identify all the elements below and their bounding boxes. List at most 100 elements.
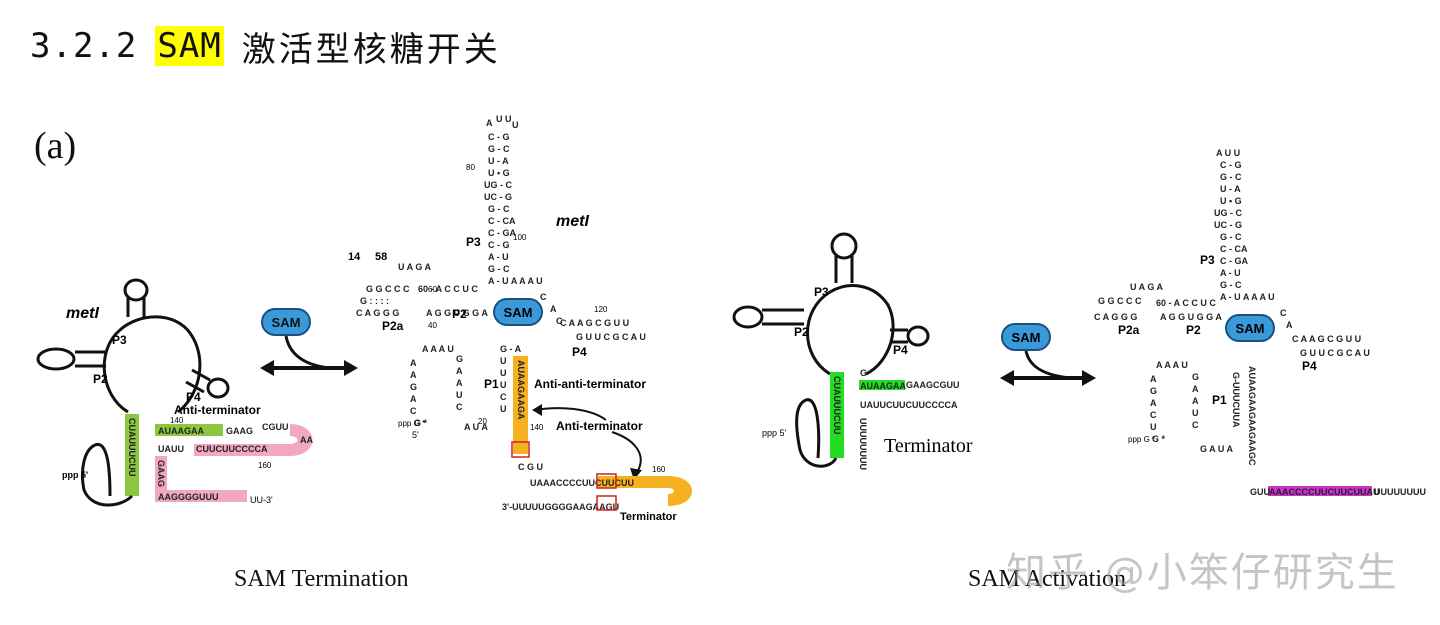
- svg-text:A A A U: A A A U: [1156, 360, 1188, 370]
- five-prime-label-2: 5': [412, 430, 419, 440]
- section-title: 激活型核糖开关: [241, 29, 501, 70]
- p3-hairpin-loop: [123, 278, 149, 302]
- sam-pill-4: [1225, 314, 1275, 342]
- label-p2a-4: P2a: [1118, 323, 1140, 337]
- ppp-label: ppp G *: [398, 419, 425, 428]
- svg-text:A: A: [486, 118, 493, 128]
- section-number: 3.2.2: [30, 26, 138, 66]
- p4-hairpin-loop: [206, 377, 230, 399]
- five-prime-label-3: ppp 5': [762, 428, 787, 438]
- seq-green-top: AUAAGAA: [158, 426, 204, 436]
- caption-termination: SAM Termination: [234, 566, 409, 592]
- svg-text:A A A U: A A A U: [422, 344, 454, 354]
- svg-text:A: A: [550, 304, 557, 314]
- seq-bottom-magenta: AAACCCCUUCUUCUUAU: [1269, 487, 1380, 497]
- label-p2-3: P2: [794, 325, 809, 339]
- highlighted-term: SAM: [155, 26, 224, 66]
- svg-text:A: A: [456, 366, 463, 376]
- p1-stem: G - AUU UCU: [500, 344, 522, 414]
- cg-link: C G U: [518, 462, 543, 472]
- svg-text:A: A: [410, 394, 417, 404]
- svg-text:G U U C G C A U: G U U C G C A U: [1300, 348, 1370, 358]
- green-vertical-3: [830, 372, 844, 458]
- label-p3-3: P3: [814, 285, 829, 299]
- svg-text:G - C: G - C: [488, 204, 510, 214]
- p4-region: CAC C A A G C G U U G U U C G C A U: [540, 292, 646, 342]
- svg-text:A U U: A U U: [1216, 148, 1240, 158]
- label-p4: P4: [186, 390, 201, 404]
- sam-pill-label-4: SAM: [1236, 321, 1265, 336]
- seq-orange-vertical: AUAAGAAGA: [516, 360, 526, 420]
- num-160: 160: [258, 461, 272, 470]
- svg-text:C: C: [410, 406, 417, 416]
- svg-text:U: U: [512, 120, 519, 130]
- svg-text:C: C: [540, 292, 547, 302]
- anti-terminator-label-2: Anti-terminator: [556, 419, 643, 433]
- seq-pink-middle: CUUCUUCCCCA: [196, 444, 268, 454]
- seq-pink-vertical: GAAG: [156, 460, 166, 487]
- seq-bottom-top: UAAACCCCUUCUUCUU: [530, 478, 634, 488]
- seq-bottom-suffix: UUUUUUUU: [1374, 487, 1426, 497]
- svg-text:A: A: [456, 378, 463, 388]
- svg-text:A: A: [410, 370, 417, 380]
- loop-end: AA: [300, 435, 313, 445]
- seq-green-vertical-3: CUAUUUCUU: [832, 376, 842, 435]
- svg-text:G : : : :: G : : : :: [360, 296, 389, 306]
- anti-anti-terminator-orange: [513, 356, 528, 454]
- left-hairpin: A A A U AAG ACG * GAA UCA U A: [410, 344, 488, 432]
- num-60: 60: [428, 285, 437, 294]
- svg-text:G - C: G - C: [488, 144, 510, 154]
- label-p1-4: P1: [1212, 393, 1227, 407]
- sam-pill-arrow2: [1001, 323, 1051, 351]
- p4-stem-bottom: [185, 380, 205, 394]
- anti-terminator-green-top: [155, 424, 223, 436]
- seq-pink-bottom: AAGGGGUUU: [158, 492, 219, 502]
- svg-text:A - U A A A U: A - U A A A U: [488, 276, 543, 286]
- label-p3: P3: [112, 333, 127, 347]
- label-p4-3: P4: [893, 343, 908, 357]
- num-140-2: 140: [530, 423, 544, 432]
- svg-text:G - A: G - A: [500, 344, 522, 354]
- svg-text:G *: G *: [1152, 434, 1166, 444]
- svg-text:A G G U G G A: A G G U G G A: [1160, 312, 1222, 322]
- svg-text:G A U A: G A U A: [1200, 444, 1233, 454]
- seq-after-green-3: GAAGCGUU: [906, 380, 960, 390]
- p4-stem-top: [191, 368, 211, 382]
- red-box-top: [596, 473, 617, 489]
- svg-text:C - GA: C - GA: [1220, 256, 1248, 266]
- svg-text:A: A: [1192, 396, 1199, 406]
- gene-name: metI: [66, 305, 99, 322]
- label-p4-4: P4: [1302, 359, 1317, 373]
- seq-bottom-prefix: GUU: [1250, 487, 1270, 497]
- svg-text:U: U: [496, 114, 503, 124]
- svg-text:U: U: [500, 404, 507, 414]
- label-p2a: P2a: [382, 319, 404, 333]
- terminator-label-3: Terminator: [884, 435, 973, 457]
- anti-terminator-label: Anti-terminator: [174, 403, 261, 417]
- seq-green-top-3: AUAAGAA: [860, 381, 906, 391]
- num-100: 100: [513, 233, 527, 242]
- sam-pill-2: [493, 298, 543, 326]
- seq-green-vertical: CUAUUUCUU: [127, 418, 137, 477]
- label-p3-4: P3: [1200, 253, 1215, 267]
- five-prime-strand-3: [795, 398, 838, 468]
- seq-u-column-3: UUUUUUUU: [858, 418, 868, 470]
- p1-left-column: G-UUUCUUA: [1231, 372, 1241, 428]
- svg-text:A: A: [410, 358, 417, 368]
- g-letter: G: [860, 368, 867, 378]
- left-hairpin-4: A A A U AGA CUG * GAA UCG A U A: [1150, 360, 1233, 454]
- seq-lower-3: UAUUCUUCUUCCCCA: [860, 400, 958, 410]
- num-14: 14: [348, 251, 361, 263]
- svg-text:UC - G: UC - G: [484, 192, 512, 202]
- red-box-bottom: [596, 495, 617, 511]
- num-160-2: 160: [652, 465, 666, 474]
- svg-text:G - C: G - C: [1220, 172, 1242, 182]
- label-p2-4: P2: [1186, 323, 1201, 337]
- svg-text:C - GA: C - GA: [488, 228, 516, 238]
- caption-activation: SAM Activation: [968, 566, 1127, 592]
- five-prime-strand: [80, 443, 134, 507]
- svg-text:A: A: [1150, 374, 1157, 384]
